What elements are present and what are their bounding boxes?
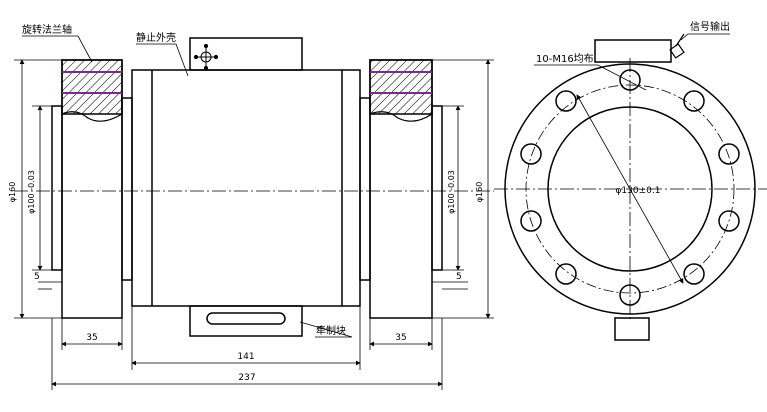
bottom-tab [614,317,650,341]
rotating-flange-label: 旋转法兰轴 [22,23,72,36]
bolt-hole [555,90,577,112]
bolt-hole [619,69,641,91]
dim-left-outer-diameter: φ160 [8,182,17,203]
dim-right-gap: 5 [456,272,462,282]
dim-right-flange-width: 35 [395,333,406,343]
dim-right-outer-diameter: φ160 [475,182,484,203]
front-text: 信号输出 10-M16均布 φ130±0.1 [536,20,730,196]
dim-overall-length: 237 [238,373,255,383]
static-housing-label: 静止外壳 [136,31,176,44]
bolt-hole [520,210,542,232]
bolt-hole [619,284,641,306]
dim-left-flange-width: 35 [86,333,97,343]
bolt-holes [520,69,740,306]
static-housing [131,37,361,337]
bolt-hole [520,143,542,165]
dim-housing-length: 141 [237,352,254,362]
bolt-holes-label: 10-M16均布 [536,53,594,65]
side-dimensions [14,35,494,390]
restraint-block-label: 牵制块 [316,324,346,337]
bolt-hole [683,263,705,285]
bolt-hole [718,143,740,165]
crosshair-fitting-icon [193,43,219,71]
left-flange [51,59,133,319]
side-text: 旋转法兰轴 静止外壳 牵制块 φ160 φ100 -0.03 φ100 -0.0… [8,23,484,383]
signal-output-label: 信号输出 [690,20,730,33]
dim-left-gap: 5 [34,272,40,282]
dim-right-inner-diameter: φ100 -0.03 [447,170,456,214]
signal-connector-box [594,39,672,63]
side-view [14,37,494,337]
dim-left-inner-diameter: φ100 -0.03 [27,170,36,214]
signal-plug-icon [669,33,685,59]
bolt-hole [555,263,577,285]
right-flange [359,59,443,319]
dim-bolt-circle: φ130±0.1 [616,186,661,196]
front-view [494,33,767,341]
bolt-hole [683,90,705,112]
front-leaders [534,33,730,91]
bolt-hole [718,210,740,232]
